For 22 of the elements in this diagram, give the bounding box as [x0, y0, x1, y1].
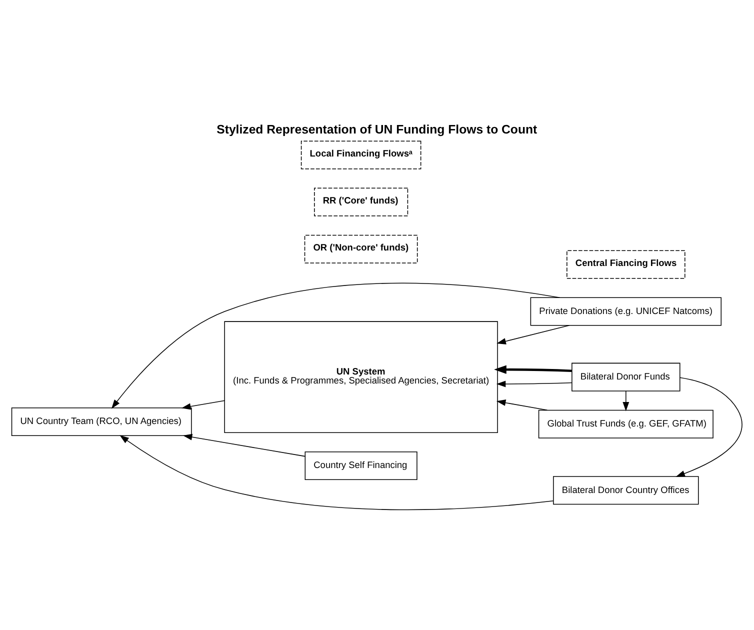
arrow — [120, 434, 554, 510]
arrow — [496, 324, 570, 344]
node-box: Private Donations (e.g. UNICEF Natcoms) — [530, 296, 722, 326]
node-box: OR ('Non-core' funds) — [304, 234, 418, 263]
node-box: UN System (Inc. Funds & Programmes, Specialised Agencies, Secretariat) — [224, 320, 498, 432]
arrow — [111, 282, 560, 408]
node-box: RR ('Core' funds) — [314, 187, 408, 216]
node-box: Country Self Financing — [304, 450, 418, 480]
arrow — [494, 364, 572, 374]
node-box: Global Trust Funds (e.g. GEF, GFATM) — [538, 409, 714, 438]
diagram-title: Stylized Representation of UN Funding Flows to Count — [216, 122, 538, 136]
arrow — [496, 399, 548, 410]
arrow — [181, 400, 225, 410]
arrow — [622, 390, 630, 411]
node-box: Central Fiancing Flows — [566, 250, 686, 278]
node-box: Bilateral Donor Funds — [572, 362, 680, 391]
arrow — [496, 380, 572, 387]
node-box: UN Country Team (RCO, UN Agencies) — [11, 407, 192, 436]
arrow — [182, 433, 306, 456]
node-box: Bilateral Donor Country Offices — [553, 476, 699, 504]
node-box: Local Financing Flowsᵃ — [300, 140, 422, 169]
arrow — [676, 376, 742, 476]
